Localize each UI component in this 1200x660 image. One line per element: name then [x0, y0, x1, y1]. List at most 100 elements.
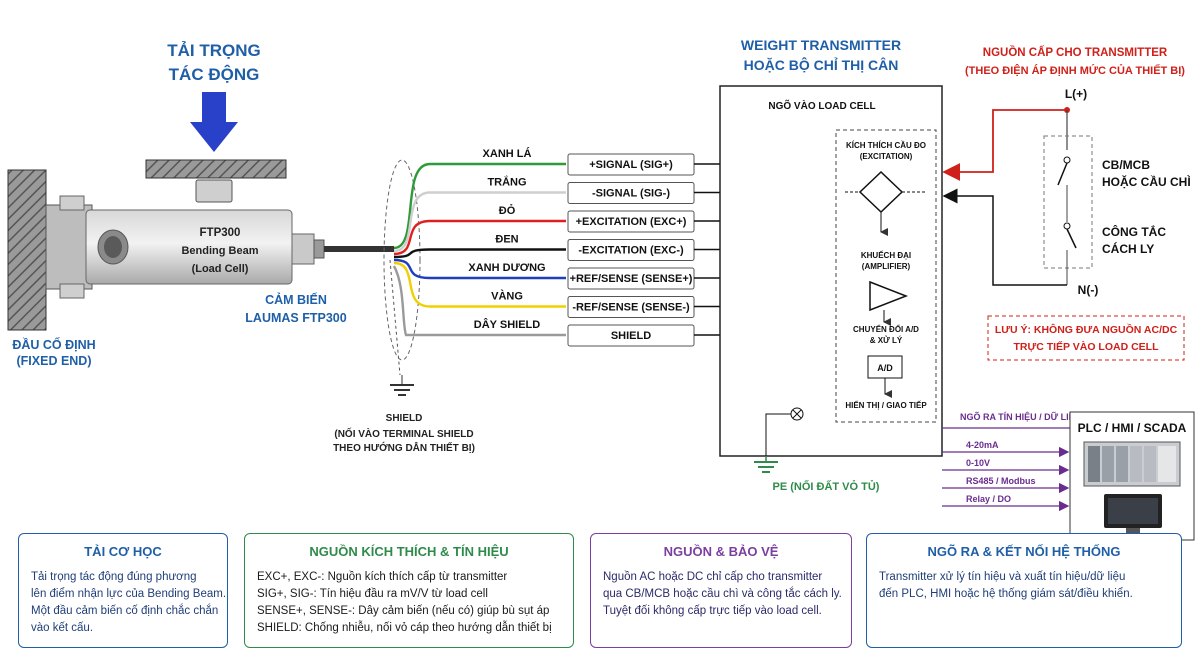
load-cell-type: Bending Beam: [181, 245, 258, 257]
wire-line: [393, 162, 566, 250]
wire-color-label: XANH DƯƠNG: [468, 262, 545, 274]
info-output-line: đến PLC, HMI hoặc hệ thống giám sát/điều…: [879, 588, 1133, 600]
fixed-end-line1: ĐẦU CỐ ĐỊNH: [12, 337, 95, 352]
info-mech-line: vào kết cấu.: [31, 622, 94, 634]
shield-note-line1: SHIELD: [386, 413, 423, 424]
cable-breakout-icon: [383, 159, 421, 361]
warning-line1: LƯU Ý: KHÔNG ĐƯA NGUỒN AC/DC: [995, 323, 1178, 336]
amp-label-line2: (AMPLIFIER): [862, 262, 911, 271]
info-mech-line: lên điểm nhận lực của Bending Beam.: [31, 588, 227, 600]
adc-box-label: A/D: [877, 363, 893, 373]
wire-line: [393, 248, 566, 259]
adc-label-line1: CHUYỂN ĐỔI A/D: [853, 325, 919, 334]
warning-line2: TRỰC TIẾP VÀO LOAD CELL: [1013, 340, 1159, 353]
output-label: 0-10V: [966, 458, 990, 468]
sensor-line2: LAUMAS FTP300: [245, 311, 346, 325]
breaker-icon: [1057, 156, 1071, 222]
info-box-protection: NGUỒN & BẢO VỆ Nguồn AC hoặc DC chỉ cấp …: [590, 533, 852, 648]
terminal-label: +EXCITATION (EXC+): [576, 216, 687, 228]
fixed-end-line2: (FIXED END): [17, 354, 92, 368]
wire-color-label: ĐỎ: [499, 204, 516, 217]
wire-color-label: XANH LÁ: [483, 147, 532, 160]
sw-label-line2: CÁCH LY: [1102, 241, 1154, 256]
info-protect-line: Tuyệt đối không cấp trực tiếp vào load c…: [603, 605, 822, 617]
info-signal-title: NGUỒN KÍCH THÍCH & TÍN HIỆU: [309, 544, 509, 559]
output-2: 0-10V: [942, 458, 1070, 476]
output-1: 4-20mA: [942, 440, 1070, 458]
load-title-line2: TÁC ĐỘNG: [169, 65, 260, 84]
transmitter-box: [719, 85, 943, 457]
display-label: HIỂN THỊ / GIAO TIẾP: [845, 400, 927, 410]
output-label: 4-20mA: [966, 440, 999, 450]
cb-switch-group: [1043, 135, 1093, 269]
wire-line: [393, 191, 566, 253]
wire-color-label: VÀNG: [491, 290, 523, 303]
load-pin-icon: [195, 179, 233, 203]
output-3: RS485 / Modbus: [942, 476, 1070, 494]
info-mech-line: Tải trọng tác động đúng phương: [31, 571, 197, 583]
plc-rack-icon: [1083, 441, 1181, 487]
bridge-label-line1: KÍCH THÍCH CẦU ĐO: [846, 140, 926, 150]
shield-note-line3: THEO HƯỚNG DẪN THIẾT BỊ): [333, 441, 475, 454]
amp-label-line1: KHUẾCH ĐẠI: [861, 250, 911, 260]
output-label: Relay / DO: [966, 494, 1011, 504]
amplifier-icon: [869, 280, 909, 312]
transmitter-title-line2: HOẶC BỘ CHỈ THỊ CÂN: [744, 56, 899, 73]
adc-label-line2: & XỬ LÝ: [870, 336, 903, 345]
info-box-signal: NGUỒN KÍCH THÍCH & TÍN HIỆU EXC+, EXC-: …: [244, 533, 574, 648]
load-cell-model: FTP300: [200, 227, 241, 239]
terminal-label: SHIELD: [611, 330, 651, 342]
terminal-label: +SIGNAL (SIG+): [589, 159, 673, 171]
info-signal-line: SIG+, SIG-: Tín hiệu đầu ra mV/V từ load…: [257, 588, 488, 600]
info-signal-line: SHIELD: Chống nhiễu, nối vỏ cáp theo hướ…: [257, 622, 552, 634]
load-title-line1: TẢI TRỌNG: [167, 41, 261, 60]
ground-icon: [390, 384, 414, 396]
outputs-title: NGÕ RA TÍN HIỆU / DỮ LIỆU: [960, 411, 1081, 422]
terminal-label: -SIGNAL (SIG-): [592, 188, 670, 200]
info-protect-line: Nguồn AC hoặc DC chỉ cấp cho transmitter: [603, 571, 823, 583]
info-signal-line: SENSE+, SENSE-: Dây cảm biến (nếu có) gi…: [257, 605, 550, 617]
load-plate-icon: [145, 159, 287, 179]
terminal-label: -REF/SENSE (SENSE-): [572, 302, 690, 314]
info-protect-title: NGUỒN & BẢO VỆ: [663, 544, 779, 559]
shield-drain-line: [389, 259, 401, 376]
neutral-label: N(-): [1078, 283, 1099, 297]
hmi-monitor-icon: [1104, 494, 1162, 534]
sensor-line1: CẢM BIẾN: [265, 292, 327, 307]
info-signal-line: EXC+, EXC-: Nguồn kích thích cấp từ tran…: [257, 571, 508, 583]
terminal-label: -EXCITATION (EXC-): [578, 245, 684, 257]
wire-line: [393, 258, 566, 280]
live-label: L(+): [1065, 87, 1087, 101]
load-cell-icon: [45, 195, 394, 299]
bridge-label-line2: (EXCITATION): [860, 152, 913, 161]
processing-block: [835, 129, 937, 423]
bridge-icon: [845, 170, 926, 236]
info-box-mechanical: TẢI CƠ HỌC Tải trọng tác động đúng phươn…: [18, 533, 228, 648]
sw-label-line1: CÔNG TẮC: [1102, 224, 1166, 239]
shield-note-line2: (NỐI VÀO TERMINAL SHIELD: [334, 426, 473, 440]
info-output-line: Transmitter xử lý tín hiệu và xuất tín h…: [879, 571, 1126, 583]
cb-label-line2: HOẶC CẦU CHÌ: [1102, 174, 1191, 189]
warning-box: [987, 315, 1185, 361]
pe-label: PE (NỐI ĐẤT VỎ TỦ): [773, 479, 880, 493]
wire-color-label: DÂY SHIELD: [474, 318, 540, 331]
load-arrow-icon: [190, 92, 238, 152]
wire-color-label: TRẮNG: [487, 176, 526, 189]
info-box-output: NGÕ RA & KẾT NỐI HỆ THỐNG Transmitter xử…: [866, 533, 1182, 648]
terminal-label: +REF/SENSE (SENSE+): [570, 273, 693, 285]
pe-ground-icon: [754, 407, 804, 473]
neutral-wire: [942, 188, 1067, 286]
info-output-title: NGÕ RA & KẾT NỐI HỆ THỐNG: [927, 544, 1121, 559]
output-4: Relay / DO: [942, 494, 1070, 512]
wire-line: [393, 261, 566, 308]
cb-label-line1: CB/MCB: [1102, 158, 1150, 172]
plc-title: PLC / HMI / SCADA: [1078, 421, 1187, 435]
transmitter-title-line1: WEIGHT TRANSMITTER: [741, 37, 901, 53]
power-title-line1: NGUỒN CẤP CHO TRANSMITTER: [983, 46, 1168, 59]
input-label: NGÕ VÀO LOAD CELL: [768, 99, 875, 112]
power-title-line2: (THEO ĐIỆN ÁP ĐỊNH MỨC CỦA THIẾT BỊ): [965, 64, 1185, 77]
wire-color-label: ĐEN: [495, 234, 518, 246]
info-protect-line: qua CB/MCB hoặc cầu chì và công tắc cách…: [603, 588, 842, 600]
